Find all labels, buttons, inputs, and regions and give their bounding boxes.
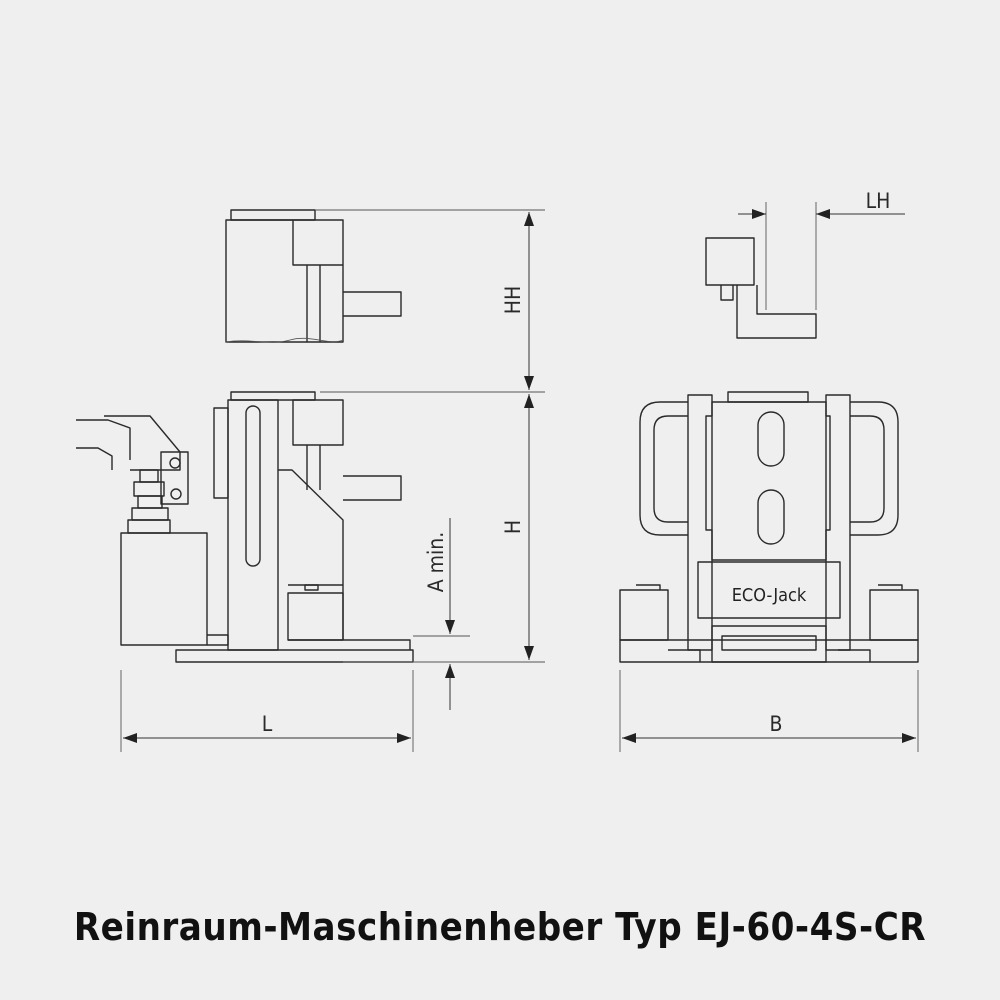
product-caption: Reinraum-Maschinenheber Typ EJ-60-4S-CR: [73, 905, 927, 949]
eco-jack-label: ECO-Jack: [732, 585, 807, 606]
dim-label-l: L: [262, 712, 273, 736]
side-view-lifted-toe: [225, 209, 402, 343]
dim-label-hh: HH: [501, 286, 525, 314]
detail-view-toe: [705, 237, 817, 339]
dim-label-lh: LH: [866, 189, 891, 213]
dimension-lines: [120, 202, 919, 752]
dim-label-h: H: [501, 520, 525, 534]
side-view-jack-body: [76, 391, 414, 663]
technical-drawing: ECO-Jack: [76, 189, 919, 752]
dim-label-b: B: [770, 712, 783, 736]
front-view-jack-body: ECO-Jack: [619, 391, 919, 663]
dim-label-a-min: A min.: [424, 532, 448, 593]
